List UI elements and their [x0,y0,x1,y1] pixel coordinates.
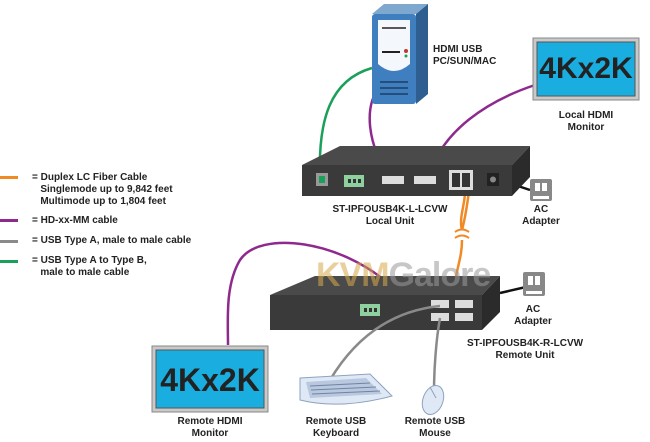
cable-fiber-break [454,228,470,239]
pc-label: HDMI USB PC/SUN/MAC [433,44,497,67]
cable-usb-keyboard [328,304,441,381]
local-monitor-icon [532,37,640,101]
cable-hdmi-remote-monitor [226,241,391,346]
legend-text-usb-a: = USB Type A, male to male cable [32,235,192,246]
pc-tower-icon [372,4,428,104]
remote-adapter-label: AC Adapter [514,304,552,327]
local-unit-device [302,146,530,196]
watermark-part1: KVM [316,256,390,294]
remote-unit-device [270,276,500,330]
legend-swatch-fiber [0,176,18,179]
legend-swatch-usb-a [0,240,18,243]
remote-ac-adapter-icon [523,272,545,296]
remote-monitor-icon [151,345,269,413]
local-ac-adapter-icon [530,179,552,201]
local-unit-label: ST-IPFOUSB4K-L-LCVW Local Unit [332,204,448,227]
local-monitor-screen-text: 4Kx2K [539,52,633,85]
cable-power-remote [499,285,527,295]
watermark-part2: Galore [388,256,492,294]
watermark-logo: KVMGalore [316,256,492,295]
legend-text-usb-ab: = USB Type A to Type B, male to male cab… [32,255,147,278]
remote-monitor-screen-text: 4Kx2K [160,362,260,398]
local-adapter-label: AC Adapter [522,204,560,227]
mouse-label: Remote USB Mouse [404,416,466,439]
legend-swatch-hdmi [0,219,18,222]
remote-unit-label: ST-IPFOUSB4K-R-LCVW Remote Unit [466,338,584,361]
legend-text-hdmi: = HD-xx-MM cable [32,215,118,226]
keyboard-icon [299,373,393,405]
local-monitor-label: Local HDMI Monitor [558,110,614,133]
legend-text-fiber: = Duplex LC Fiber Cable Singlemode up to… [32,172,173,207]
legend-swatch-usb-ab [0,260,18,263]
mouse-icon [421,384,445,416]
remote-monitor-label: Remote HDMI Monitor [177,416,243,439]
keyboard-label: Remote USB Keyboard [305,416,367,439]
